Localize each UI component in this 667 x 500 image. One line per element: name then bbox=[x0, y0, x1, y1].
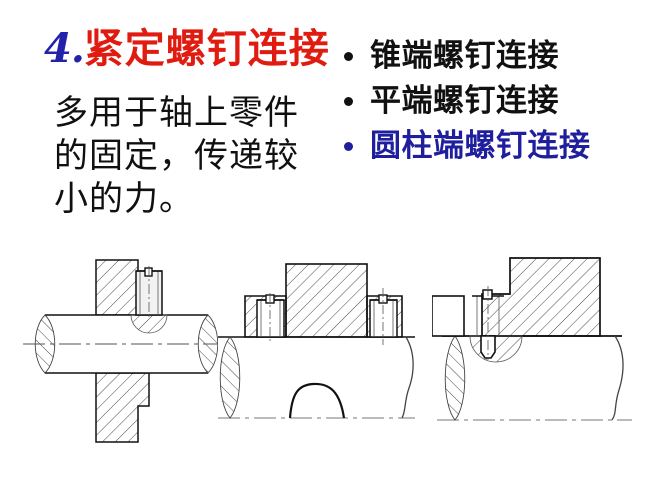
screw-slot bbox=[144, 267, 153, 277]
hub-lower-section bbox=[95, 372, 150, 443]
list-item: 圆柱端螺钉连接 bbox=[344, 124, 664, 169]
cone-seat-in-shaft bbox=[130, 314, 168, 334]
screw-pocket-in-shaft bbox=[469, 335, 523, 363]
bullet-list: 锥端螺钉连接 平端螺钉连接 圆柱端螺钉连接 bbox=[344, 34, 664, 169]
list-item: 平端螺钉连接 bbox=[344, 79, 664, 124]
hub-center-block bbox=[285, 263, 368, 338]
screw-slot bbox=[482, 289, 493, 300]
bullet-dot-icon bbox=[344, 97, 353, 106]
shaft-break-left bbox=[219, 336, 241, 419]
keyway-arc bbox=[288, 382, 346, 419]
hub-body bbox=[481, 257, 601, 337]
shaft-body bbox=[45, 315, 208, 373]
shaft-break-left bbox=[444, 335, 466, 421]
body-line: 多用于轴上零件 bbox=[54, 93, 299, 133]
list-item: 锥端螺钉连接 bbox=[344, 34, 664, 79]
bullet-label: 平端螺钉连接 bbox=[370, 83, 559, 119]
page-title: 4.紧定螺钉连接 bbox=[44, 29, 344, 85]
body-line: 的固定，传递较 bbox=[54, 136, 299, 176]
shaft-break-right bbox=[611, 335, 624, 421]
title-number: 4. bbox=[44, 25, 85, 72]
set-screw-body-left bbox=[256, 299, 285, 338]
set-screw-body-right bbox=[369, 299, 398, 338]
figure-flat-point-set-screw bbox=[218, 263, 415, 419]
bullet-dot-icon bbox=[344, 52, 353, 61]
shaft-break-right bbox=[401, 336, 414, 419]
bullet-label: 锥端螺钉连接 bbox=[370, 38, 559, 74]
figure-cylindrical-point-set-screw bbox=[432, 257, 632, 421]
body-line: 小的力。 bbox=[54, 179, 194, 219]
set-screw-body bbox=[432, 295, 465, 337]
body-paragraph: 多用于轴上零件 的固定，传递较 小的力。 bbox=[54, 92, 324, 221]
bullet-dot-icon bbox=[344, 142, 353, 151]
figure-cone-point-set-screw bbox=[23, 259, 218, 443]
bullet-label: 圆柱端螺钉连接 bbox=[370, 128, 591, 164]
title-text: 紧定螺钉连接 bbox=[83, 26, 330, 72]
